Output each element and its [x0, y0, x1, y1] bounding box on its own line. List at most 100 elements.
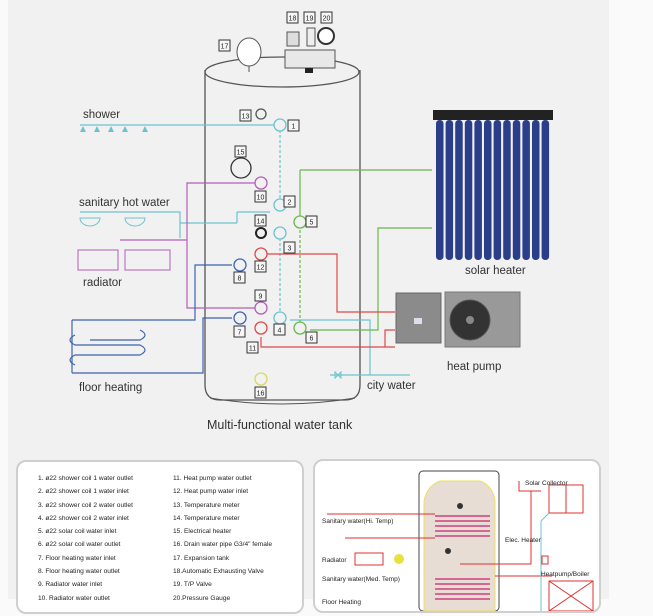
port-number-20: 20 [320, 11, 333, 24]
svg-text:6: 6 [310, 336, 314, 343]
legend-item: 19. T/P Valve [173, 581, 212, 589]
legend-item: 7. Floor heating water inlet [38, 554, 116, 562]
solar-tube [503, 120, 511, 260]
mini-elec-heater-icon [541, 555, 549, 565]
port-11 [254, 321, 268, 335]
heatpump-line [260, 253, 395, 348]
electric-heater-15 [230, 157, 252, 179]
tp-valve-icon [306, 27, 316, 47]
expansion-tank-icon [236, 37, 262, 72]
port-number-1: 1 [287, 119, 300, 132]
svg-text:13: 13 [242, 114, 250, 121]
svg-text:11: 11 [249, 346, 256, 353]
port-7 [233, 311, 247, 325]
port-number-2: 2 [283, 195, 296, 208]
port-number-8: 8 [233, 271, 246, 284]
temp-meter-14 [255, 227, 267, 239]
legend-item: 4. ø22 shower coil 2 water inlet [38, 514, 129, 522]
mini-label-sanitary-hi: Sanitary water(Hi. Temp) [322, 518, 393, 525]
solar-line [299, 169, 432, 331]
pressure-gauge-icon [317, 27, 335, 45]
label-heat-pump: heat pump [447, 361, 501, 373]
legend-item: 17. Expansion tank [173, 554, 230, 562]
port-3 [273, 226, 287, 240]
mini-schematic-panel: Solar Collector Sanitary water(Hi. Temp)… [313, 459, 601, 613]
legend-item: 14. Temperature meter [173, 514, 240, 522]
drain-16 [254, 372, 268, 386]
solar-tube [493, 120, 502, 260]
port-number-3: 3 [283, 241, 296, 254]
port-number-19: 19 [303, 11, 316, 24]
legend-item: 15. Electrical heater [173, 528, 232, 536]
port-number-14: 14 [254, 214, 267, 227]
shower-line [80, 124, 410, 376]
port-1 [273, 118, 287, 132]
port-9 [254, 301, 268, 315]
svg-text:2: 2 [288, 200, 292, 207]
legend-item: 13. Temperature meter [173, 501, 240, 509]
port-number-11: 11 [246, 341, 259, 354]
legend-item: 5. ø22 solar coil water inlet [38, 528, 117, 536]
port-number-4: 4 [273, 323, 286, 336]
svg-text:9: 9 [259, 294, 263, 301]
solar-tube [455, 120, 463, 260]
legend-item: 10. Radiator water outlet [38, 594, 110, 602]
solar-heater-image [433, 110, 553, 260]
mini-label-sanitary-med: Sanitary water(Med. Temp) [322, 576, 400, 583]
label-shower: shower [83, 109, 120, 121]
legend-item: 20.Pressure Gauge [173, 594, 231, 602]
legend-item: 6. ø22 solar coil water outlet [38, 541, 121, 549]
svg-text:3: 3 [288, 246, 292, 253]
mini-label-radiator: Radiator [322, 557, 347, 564]
svg-text:4: 4 [278, 328, 282, 335]
legend-item: 11. Heat pump water outlet [173, 475, 252, 482]
solar-tube [474, 120, 482, 260]
svg-text:17: 17 [221, 44, 229, 51]
port-number-5: 5 [305, 215, 318, 228]
port-number-16: 16 [254, 386, 267, 399]
mini-coil-upper [435, 515, 490, 537]
label-city-water: city water [367, 380, 416, 392]
label-sanitary-hot-water: sanitary hot water [79, 197, 170, 209]
port-8 [233, 258, 247, 272]
diagram-title: Multi-functional water tank [207, 418, 353, 432]
port-number-7: 7 [233, 325, 246, 338]
city-water-valve-icon [334, 370, 342, 380]
shower-heads [80, 126, 148, 132]
svg-text:15: 15 [237, 150, 245, 157]
solar-tube [522, 120, 530, 260]
svg-text:12: 12 [257, 265, 265, 272]
svg-text:14: 14 [257, 219, 265, 226]
label-radiator: radiator [83, 277, 122, 289]
svg-text:10: 10 [257, 195, 265, 202]
port-number-13: 13 [239, 109, 252, 122]
ports [230, 108, 307, 386]
port-6 [293, 321, 307, 335]
radiator-line [120, 182, 255, 309]
heat-pump-image [395, 291, 521, 348]
mini-tank-inner [423, 480, 496, 612]
svg-text:16: 16 [257, 391, 265, 398]
port-number-17: 17 [218, 39, 231, 52]
mini-label-heatpump-boiler: Heatpump/Boiler [541, 571, 590, 578]
mini-radiator-icon [354, 552, 384, 566]
solar-tube [445, 120, 454, 260]
port-number-9: 9 [254, 289, 267, 302]
solar-tube [484, 120, 492, 260]
top-manifold [284, 27, 336, 73]
svg-text:8: 8 [238, 276, 242, 283]
port-number-15: 15 [234, 145, 247, 158]
solar-tube [541, 120, 550, 260]
temp-meter-13 [255, 108, 267, 120]
radiator-icon [77, 249, 171, 271]
port-10 [254, 176, 268, 190]
svg-text:7: 7 [238, 330, 242, 337]
exhaust-valve-icon [286, 31, 300, 47]
legend-item: 18.Automatic Exhausting Valve [173, 568, 264, 576]
port-number-10: 10 [254, 190, 267, 203]
legend-item: 8. Floor heating water outlet [38, 568, 120, 576]
